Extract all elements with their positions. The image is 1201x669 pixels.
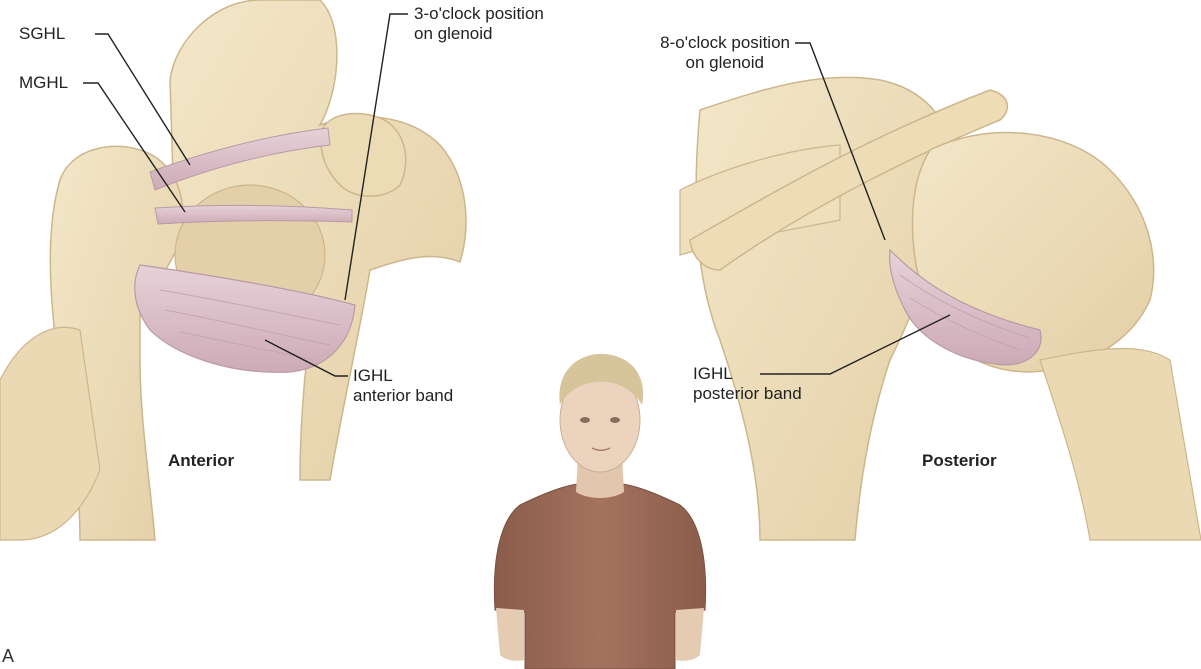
- person-shirt: [494, 482, 705, 669]
- posterior-humerus-shaft: [1040, 348, 1201, 540]
- mghl-label: MGHL: [19, 73, 68, 93]
- panel-letter: A: [2, 646, 14, 667]
- ighl-posterior-label-line1: IGHL: [693, 364, 733, 384]
- ighl-anterior-label-line2: anterior band: [353, 386, 453, 406]
- person-figure: [494, 354, 705, 669]
- three-oclock-label-line2: on glenoid: [414, 24, 492, 44]
- anterior-view-title: Anterior: [168, 451, 234, 471]
- three-oclock-label-line1: 3-o'clock position: [414, 4, 544, 24]
- posterior-view-title: Posterior: [922, 451, 997, 471]
- person-left-arm: [496, 608, 524, 661]
- person-right-arm: [676, 608, 704, 661]
- ighl-anterior-label-line1: IGHL: [353, 366, 393, 386]
- eight-oclock-label-line1: 8-o'clock position: [592, 33, 790, 53]
- sghl-label: SGHL: [19, 24, 65, 44]
- eight-oclock-label-line2: on glenoid: [592, 53, 764, 73]
- ighl-posterior-label-line2: posterior band: [693, 384, 802, 404]
